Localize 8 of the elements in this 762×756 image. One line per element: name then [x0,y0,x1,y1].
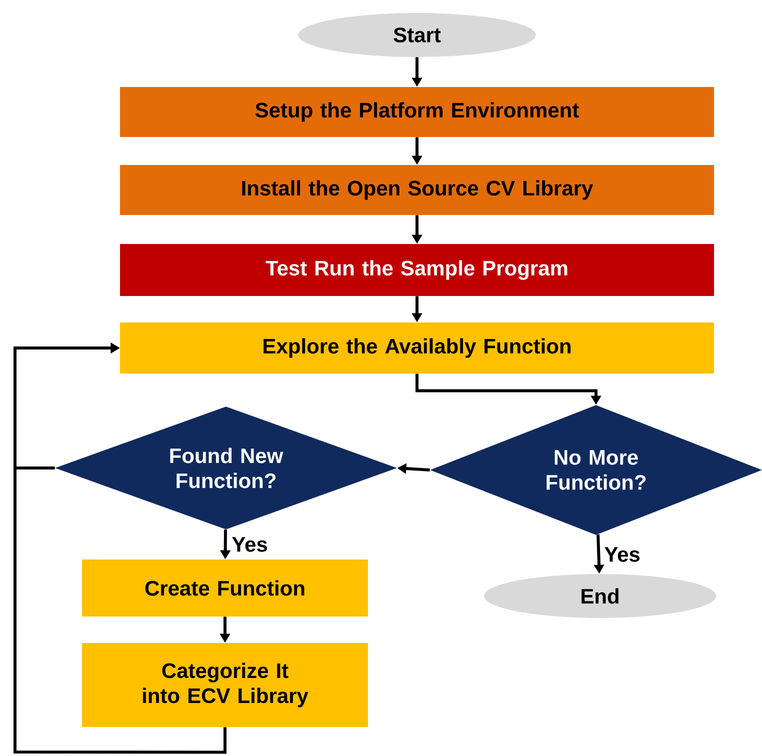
process-box: Test Run the Sample Program [120,244,714,296]
edge-label: Yes [230,536,269,553]
process-box: Categorize It into ECV Library [82,643,368,727]
process-box: Explore the Availably Function [120,322,714,374]
process-box: Install the Open Source CV Library [120,165,714,215]
process-box: Setup the Platform Environment [120,87,714,137]
process-box: Create Function [82,560,368,616]
edge-label: Yes [603,546,642,563]
